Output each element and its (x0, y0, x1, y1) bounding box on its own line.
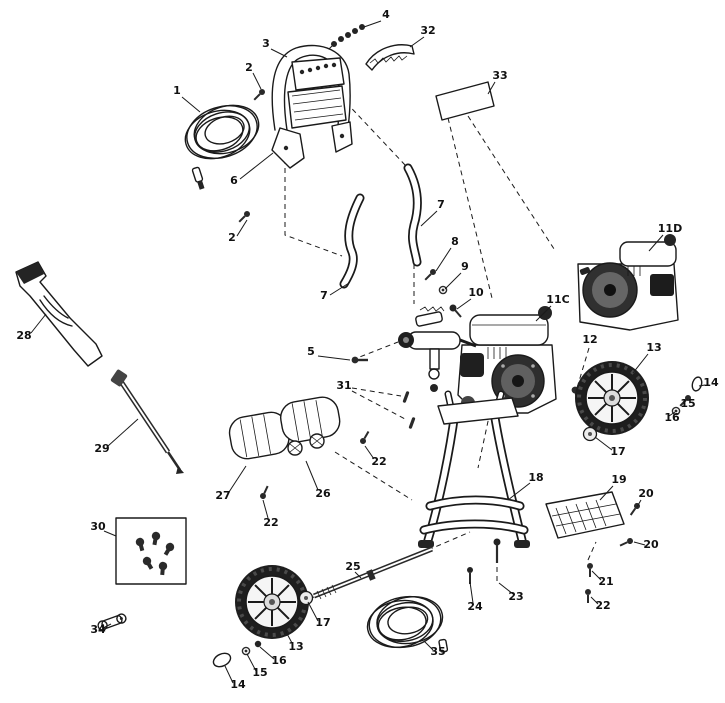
hose-coil-part-35 (362, 590, 449, 654)
oring-part-14-bottom (212, 652, 232, 668)
screw-part-22c (584, 588, 592, 604)
callout-7-left: 7 (320, 289, 328, 302)
callout-15-right: 15 (680, 397, 695, 410)
hubcap-part-17-bottom (298, 590, 314, 606)
callout-33: 33 (492, 69, 507, 82)
callout-17-bottom: 17 (315, 616, 330, 629)
pins-part-31 (402, 390, 416, 430)
frame-part-18 (418, 390, 530, 548)
callout-27: 27 (215, 489, 230, 502)
callout-29: 29 (94, 442, 109, 455)
callout-3: 3 (262, 37, 270, 50)
callout-14-right: 14 (703, 376, 719, 389)
axle-part-25 (313, 546, 433, 600)
tank-part-27 (228, 396, 341, 460)
callout-28: 28 (16, 329, 31, 342)
bolt-part-5 (350, 355, 370, 365)
handle-part-3 (271, 44, 351, 131)
tray-part-19 (545, 491, 625, 539)
callout-11c: 11C (546, 293, 569, 306)
callout-22b: 22 (263, 516, 278, 529)
callout-5: 5 (307, 345, 315, 358)
callout-20a: 20 (638, 487, 654, 500)
callout-18: 18 (528, 471, 543, 484)
callout-6: 6 (230, 174, 238, 187)
callout-14-bottom: 14 (230, 678, 246, 691)
callout-13-bottom: 13 (288, 640, 303, 653)
leader-lines (30, 20, 706, 684)
callout-34: 34 (90, 623, 106, 636)
callout-35: 35 (430, 645, 445, 658)
engine-part-11c (457, 306, 557, 414)
callout-7-right: 7 (437, 198, 445, 211)
grip-part-32 (365, 44, 415, 71)
bracket-part-34 (97, 613, 127, 631)
assembly-dash-lines (284, 45, 597, 603)
callout-23: 23 (508, 590, 523, 603)
callout-30: 30 (90, 520, 106, 533)
pump-assembly (398, 306, 477, 392)
callout-1: 1 (173, 84, 181, 97)
tube-part-7-right (403, 163, 422, 267)
callout-11d: 11D (658, 222, 682, 235)
callout-12: 12 (582, 333, 597, 346)
callout-16-bottom: 16 (271, 654, 287, 667)
plate-part-33 (435, 81, 495, 121)
washer-part-15-bottom (241, 646, 251, 656)
callout-13-right: 13 (646, 341, 661, 354)
screw-part-21 (586, 562, 594, 578)
callout-32: 32 (420, 24, 435, 37)
callout-15-bottom: 15 (252, 666, 267, 679)
fastener-dots-part-4 (331, 24, 365, 47)
wheel-part-13-bottom (233, 563, 311, 641)
callout-20b: 20 (643, 538, 659, 551)
oring-part-14-right (691, 376, 703, 392)
wheel-part-13-right (573, 359, 651, 437)
callout-10: 10 (468, 286, 484, 299)
callout-19: 19 (611, 473, 626, 486)
screw-part-2b (236, 208, 253, 225)
callout-labels: 4 32 3 2 33 1 6 7 2 8 11D 9 7 10 11C 28 … (16, 8, 719, 691)
callout-21: 21 (598, 575, 613, 588)
fitting-part-10 (449, 304, 462, 318)
screw-part-8 (422, 266, 439, 283)
spray-gun-part-28 (15, 261, 103, 367)
handle-bracket-part-6 (271, 121, 353, 169)
callout-9: 9 (461, 260, 469, 273)
screw-part-20b (617, 536, 635, 550)
bolt-part-24 (467, 567, 473, 584)
callout-31: 31 (336, 379, 351, 392)
callout-25: 25 (345, 560, 360, 573)
callout-8: 8 (451, 235, 459, 248)
screw-part-22b (258, 483, 272, 501)
screw-part-22a (357, 428, 373, 447)
bolt-part-23 (493, 538, 501, 563)
callout-17-right: 17 (610, 445, 625, 458)
nozzle-kit-part-30 (115, 517, 187, 585)
callout-22c: 22 (595, 599, 610, 612)
callout-4: 4 (382, 8, 390, 21)
tank-caps-part-26 (287, 433, 325, 456)
hose-coil-part-1 (177, 95, 267, 190)
nut-part-16-bottom (254, 640, 262, 648)
callout-2a: 2 (245, 61, 253, 74)
wand-part-29 (110, 369, 184, 474)
callout-24: 24 (467, 600, 483, 613)
tube-part-7-left (339, 193, 365, 289)
callout-16-right: 16 (664, 411, 680, 424)
hubcap-part-17-right (582, 426, 598, 442)
washer-part-9 (438, 285, 448, 295)
callout-2b: 2 (228, 231, 236, 244)
screw-part-2a (251, 86, 268, 103)
callout-26: 26 (315, 487, 331, 500)
engine-part-11d (577, 234, 679, 331)
callout-22a: 22 (371, 455, 386, 468)
